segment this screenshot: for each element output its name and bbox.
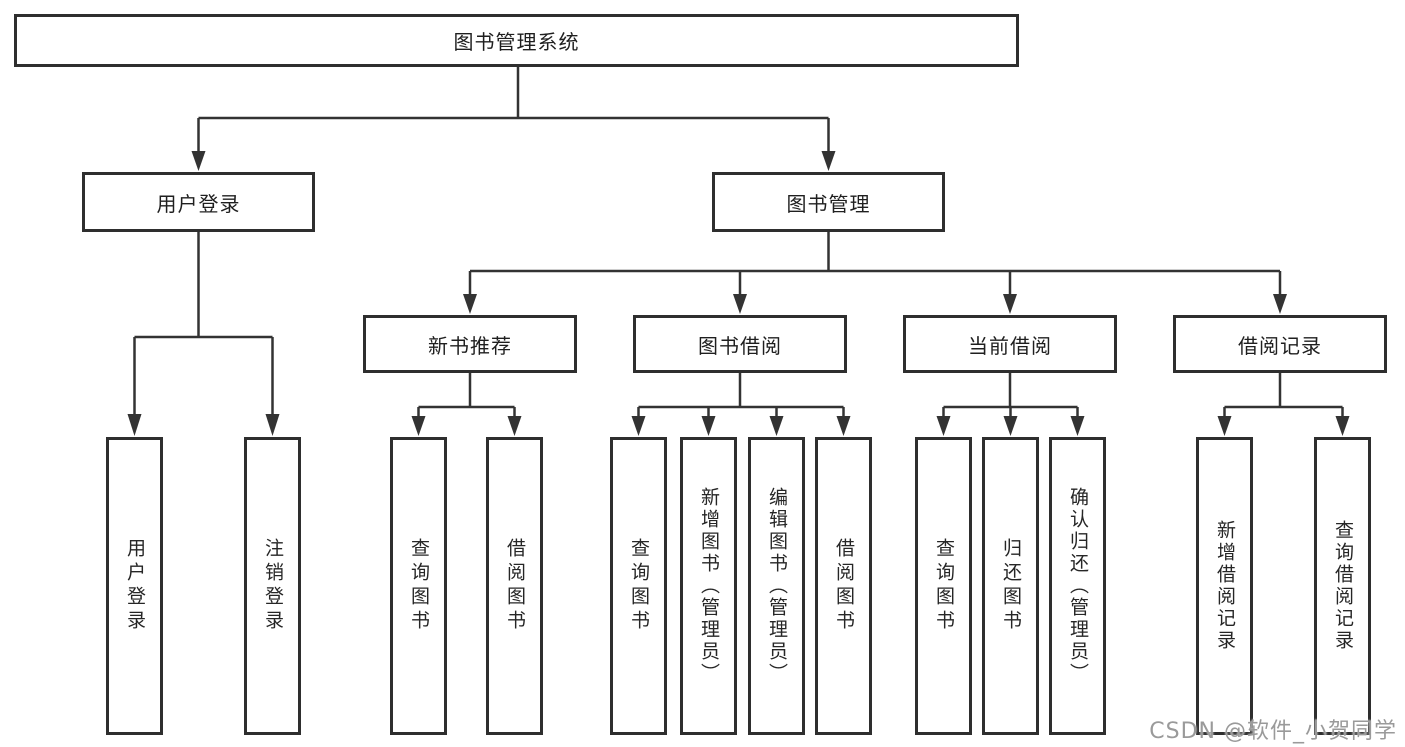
node-label: 编辑图书（管理员） bbox=[766, 487, 788, 685]
node-current-query-book: 查询图书 bbox=[915, 437, 972, 735]
arrowhead-icon bbox=[733, 294, 747, 314]
arrowhead-icon bbox=[191, 151, 206, 171]
node-borrow-query-book: 查询图书 bbox=[610, 437, 667, 735]
node-label: 归还图书 bbox=[1000, 538, 1022, 634]
arrowhead-icon bbox=[1273, 294, 1287, 314]
arrowhead-icon bbox=[1335, 416, 1350, 436]
arrowhead-icon bbox=[769, 416, 784, 436]
node-current-borrow: 当前借阅 bbox=[903, 315, 1117, 373]
arrowhead-icon bbox=[411, 416, 426, 436]
node-root-system: 图书管理系统 bbox=[14, 14, 1019, 67]
node-add-book-admin: 新增图书（管理员） bbox=[680, 437, 737, 735]
node-book-borrow: 图书借阅 bbox=[633, 315, 847, 373]
arrowhead-icon bbox=[127, 414, 142, 436]
arrowhead-icon bbox=[936, 416, 951, 436]
node-label: 注销登录 bbox=[262, 538, 284, 634]
node-label: 查询借阅记录 bbox=[1332, 520, 1354, 652]
node-recommend-query-book: 查询图书 bbox=[390, 437, 447, 735]
node-label: 新增图书（管理员） bbox=[698, 487, 720, 685]
node-book-management-group: 图书管理 bbox=[712, 172, 945, 232]
node-user-login: 用户登录 bbox=[106, 437, 163, 735]
connector-root-to-level2 bbox=[191, 67, 836, 171]
node-borrow-records: 借阅记录 bbox=[1173, 315, 1387, 373]
connector-book-management-children bbox=[463, 232, 1287, 314]
node-logout: 注销登录 bbox=[244, 437, 301, 735]
node-borrow-borrow-book: 借阅图书 bbox=[815, 437, 872, 735]
connector-borrow-records-children bbox=[1217, 373, 1350, 436]
node-new-book-recommend: 新书推荐 bbox=[363, 315, 577, 373]
arrowhead-icon bbox=[821, 151, 836, 171]
arrowhead-icon bbox=[463, 294, 477, 314]
arrowhead-icon bbox=[1003, 294, 1017, 314]
node-recommend-borrow-book: 借阅图书 bbox=[486, 437, 543, 735]
node-label: 查询图书 bbox=[933, 538, 955, 634]
arrowhead-icon bbox=[265, 414, 280, 436]
csdn-watermark: CSDN @软件_小贺同学 bbox=[1149, 719, 1397, 744]
node-label: 查询图书 bbox=[628, 538, 650, 634]
arrowhead-icon bbox=[1217, 416, 1232, 436]
node-label: 借阅图书 bbox=[833, 538, 855, 634]
node-add-borrow-record: 新增借阅记录 bbox=[1196, 437, 1253, 735]
arrowhead-icon bbox=[1070, 416, 1085, 436]
node-label: 借阅记录 bbox=[1238, 333, 1322, 358]
node-label: 借阅图书 bbox=[504, 538, 526, 634]
node-label: 查询图书 bbox=[408, 538, 430, 634]
node-label: 图书管理 bbox=[786, 191, 871, 216]
node-label: 新书推荐 bbox=[428, 333, 512, 358]
connector-new-book-recommend-children bbox=[411, 373, 522, 436]
arrowhead-icon bbox=[836, 416, 851, 436]
arrowhead-icon bbox=[1003, 416, 1018, 436]
node-edit-book-admin: 编辑图书（管理员） bbox=[748, 437, 805, 735]
node-label: 确认归还（管理员） bbox=[1067, 487, 1089, 685]
connector-book-borrow-children bbox=[631, 373, 851, 436]
connector-current-borrow-children bbox=[936, 373, 1085, 436]
connector-user-login-children bbox=[127, 232, 280, 436]
node-label: 新增借阅记录 bbox=[1214, 520, 1236, 652]
arrowhead-icon bbox=[701, 416, 716, 436]
arrowhead-icon bbox=[507, 416, 522, 436]
node-return-book: 归还图书 bbox=[982, 437, 1039, 735]
node-label: 用户登录 bbox=[156, 191, 241, 216]
arrowhead-icon bbox=[631, 416, 646, 436]
node-label: 图书管理系统 bbox=[453, 30, 580, 54]
node-confirm-return-admin: 确认归还（管理员） bbox=[1049, 437, 1106, 735]
node-user-login-group: 用户登录 bbox=[82, 172, 315, 232]
node-label: 用户登录 bbox=[124, 538, 146, 634]
node-query-borrow-record: 查询借阅记录 bbox=[1314, 437, 1371, 735]
node-label: 图书借阅 bbox=[698, 333, 782, 358]
node-label: 当前借阅 bbox=[968, 333, 1052, 358]
